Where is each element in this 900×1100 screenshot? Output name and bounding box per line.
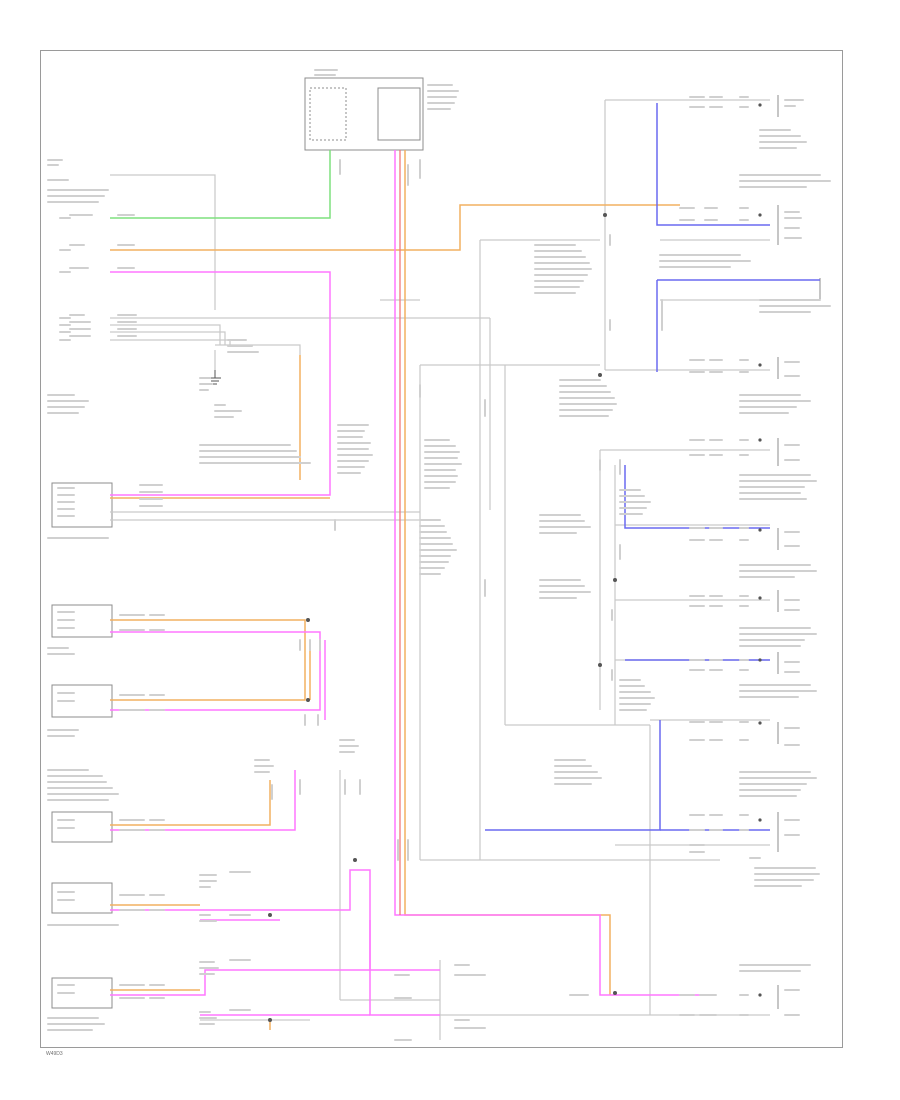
connector-c1 (51, 482, 113, 528)
splice-point-icon (268, 913, 272, 917)
splice-point-icon (758, 721, 762, 725)
connector-c2 (51, 604, 113, 638)
connector-c5 (51, 882, 113, 914)
fuse-block-inner-right (377, 87, 421, 141)
diagram-frame (40, 50, 843, 1048)
right-connector-stubs (777, 95, 821, 1009)
splice-point-icon (603, 213, 607, 217)
connector-c4 (51, 811, 113, 843)
green-wire (110, 150, 331, 219)
module-main-left (40, 160, 215, 390)
splice-point-icon (758, 596, 762, 600)
splice-point-icon (306, 698, 310, 702)
splice-point-icon (353, 858, 357, 862)
illegible-labels (47, 69, 831, 1041)
blue-wires (485, 103, 820, 831)
splice-point-icon (758, 363, 762, 367)
diagram-reference-code: W49D3 (46, 1051, 63, 1057)
splice-point-icon (758, 993, 762, 997)
splice-point-icon (758, 103, 762, 107)
splice-point-icon (758, 528, 762, 532)
splice-point-icon (598, 663, 602, 667)
splice-point-icon (758, 213, 762, 217)
splice-point-icon (758, 438, 762, 442)
splice-points (268, 103, 762, 1022)
splice-point-icon (598, 373, 602, 377)
splice-point-icon (268, 1018, 272, 1022)
connector-c6 (51, 977, 113, 1009)
splice-point-icon (758, 658, 762, 662)
component-boxes (40, 77, 424, 1009)
connector-c3 (51, 684, 113, 718)
splice-point-icon (613, 578, 617, 582)
ground-symbol-icon (209, 370, 221, 385)
splice-point-icon (613, 991, 617, 995)
fuse-block (304, 77, 424, 151)
splice-point-icon (758, 818, 762, 822)
splice-point-icon (306, 618, 310, 622)
gray-wires (110, 99, 820, 1040)
fuse-block-inner-left (309, 87, 347, 141)
